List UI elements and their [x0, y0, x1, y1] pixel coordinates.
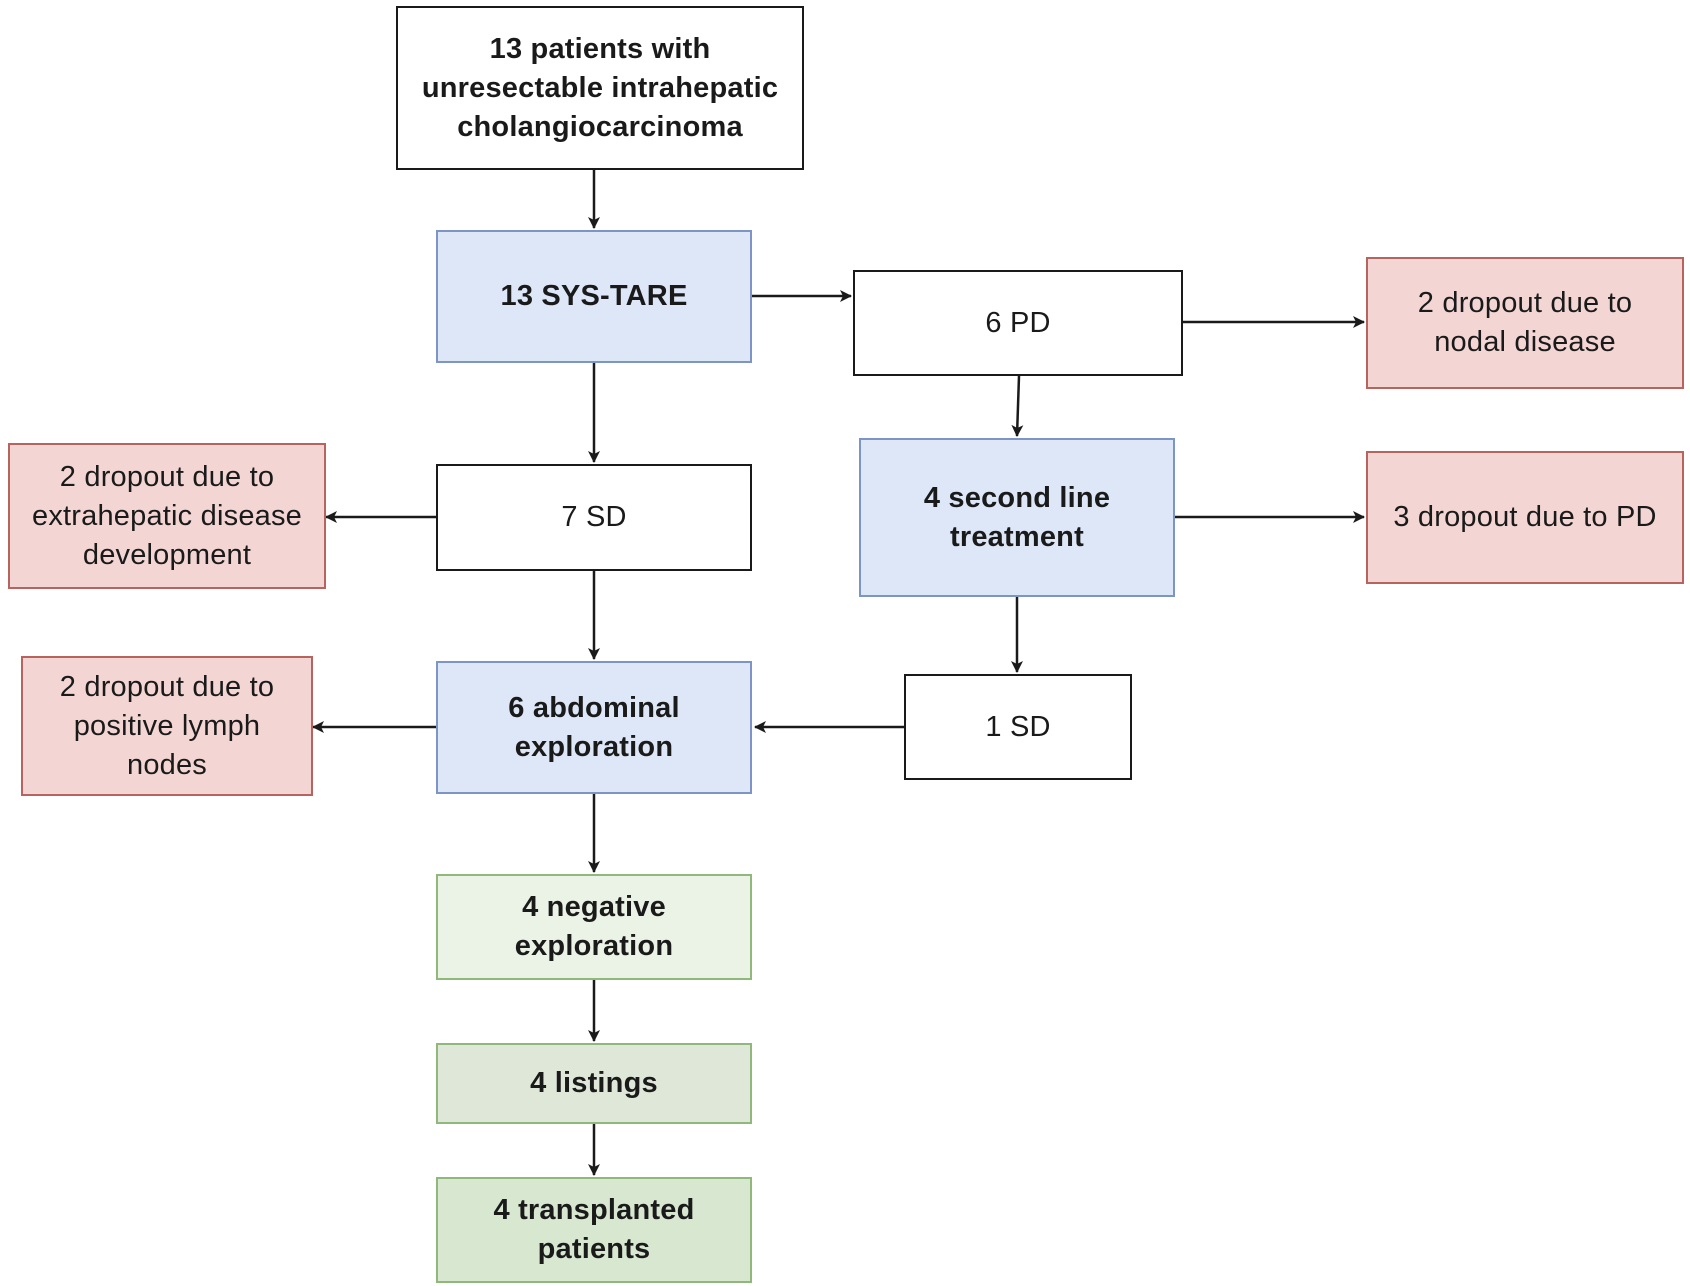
sd7-box: 7 SD: [436, 464, 752, 571]
pd-box: 6 PD: [853, 270, 1183, 376]
transplanted-box: 4 transplanted patients: [436, 1177, 752, 1283]
start-box: 13 patients with unresectable intrahepat…: [396, 6, 804, 170]
dropout-extrahepatic-box: 2 dropout due to extrahepatic disease de…: [8, 443, 326, 589]
listings-box: 4 listings: [436, 1043, 752, 1124]
arrow-pd-to-secondline: [1011, 375, 1024, 437]
second-line-box: 4 second line treatment: [859, 438, 1175, 597]
dropout-pd-box: 3 dropout due to PD: [1366, 451, 1684, 584]
negative-exploration-box: 4 negative exploration: [436, 874, 752, 980]
sys-tare-box: 13 SYS-TARE: [436, 230, 752, 363]
dropout-nodal-box: 2 dropout due to nodal disease: [1366, 257, 1684, 389]
sd1-box: 1 SD: [904, 674, 1132, 780]
dropout-lymph-box: 2 dropout due to positive lymph nodes: [21, 656, 313, 796]
exploration-box: 6 abdominal exploration: [436, 661, 752, 794]
